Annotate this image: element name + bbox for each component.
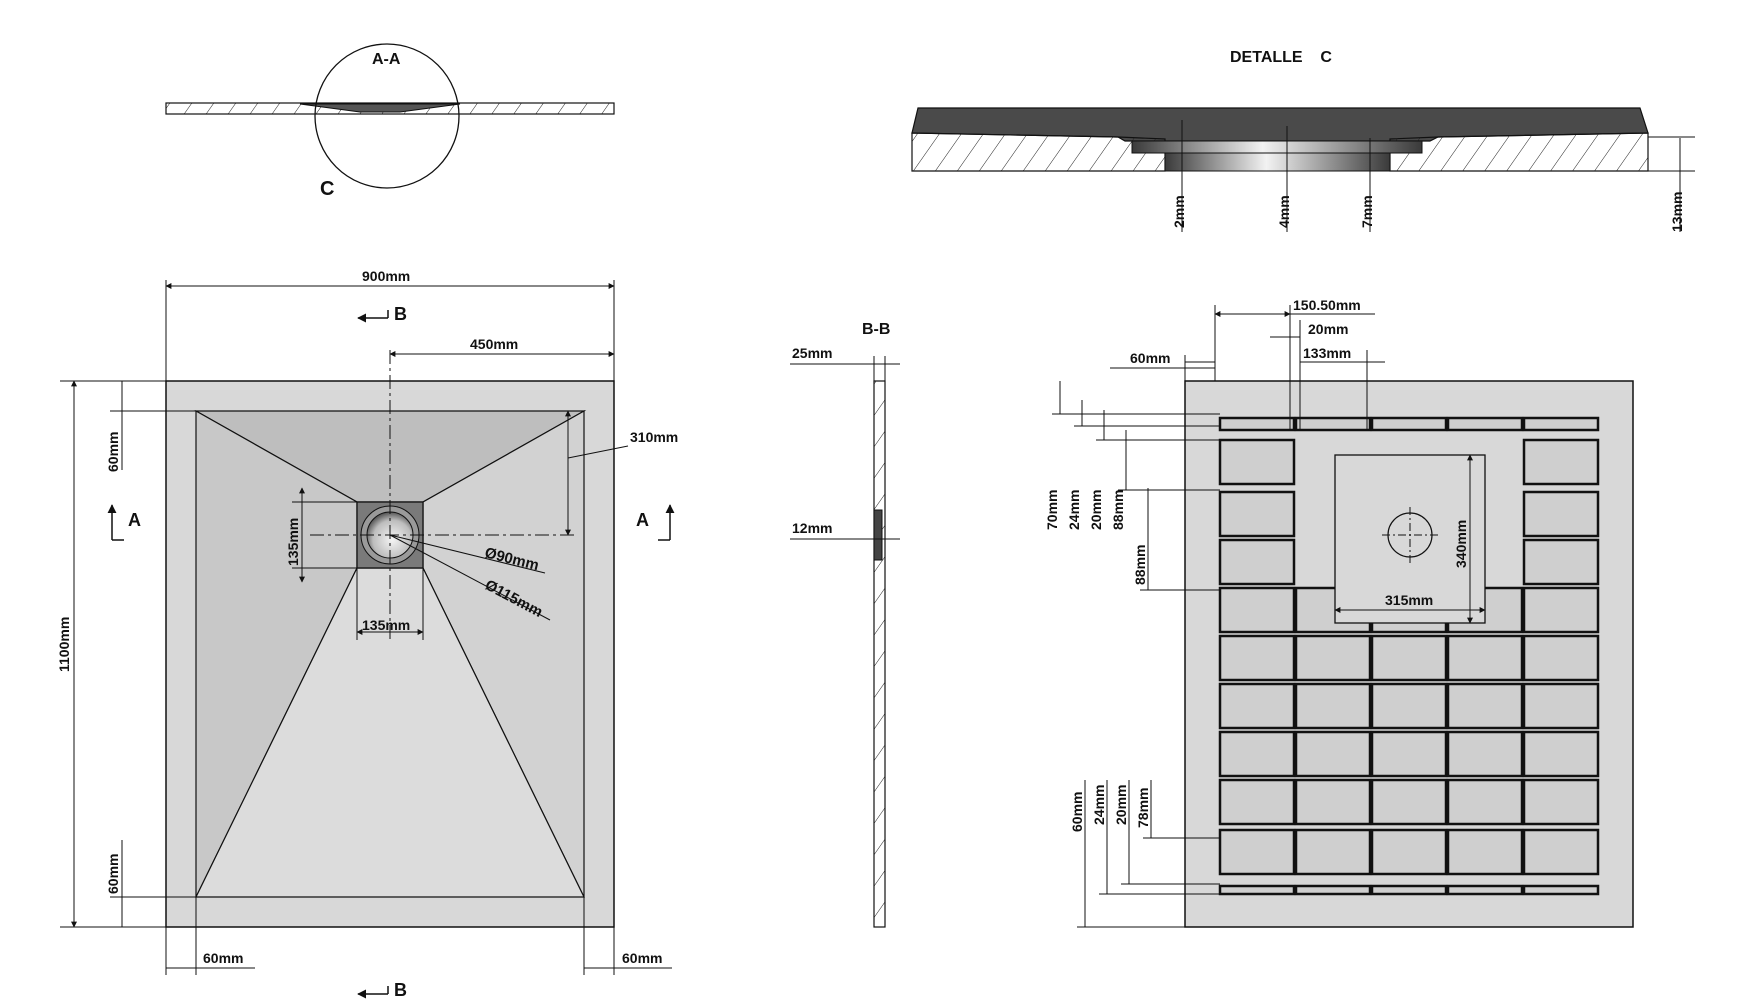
dim-drain-height: 135mm — [285, 518, 301, 566]
rib-cell — [1294, 634, 1372, 682]
rib-cell — [1446, 778, 1524, 826]
rib-cell — [1370, 416, 1448, 432]
detail-c-title: DETALLE C — [1230, 49, 1332, 66]
rib-cell — [1294, 884, 1372, 896]
detail-c-drain-body — [1164, 152, 1391, 172]
section-b-top: B — [394, 304, 407, 324]
top-view: 900mm 450mm 310mm 1100mm 60mm 60mm 60mm … — [56, 268, 678, 1000]
rib-cell — [1522, 634, 1600, 682]
rib-cell — [1218, 730, 1296, 778]
dim-label: 20mm — [1088, 490, 1104, 530]
rib-cell — [1522, 682, 1600, 730]
detail-c-flange — [1131, 140, 1423, 154]
rib-cell — [1522, 416, 1600, 432]
detail-c-body-right — [1389, 132, 1649, 172]
rib-cell — [1218, 416, 1296, 432]
rib-cell — [1218, 538, 1296, 586]
detail-c-dim-7mm: 7mm — [1359, 195, 1375, 228]
rib-cell — [1370, 682, 1448, 730]
dim-label: 88mm — [1132, 545, 1148, 585]
dim-label: 88mm — [1110, 490, 1126, 530]
rib-cell — [1294, 828, 1372, 876]
section-aa-drain-recess — [299, 103, 461, 113]
section-a-right: A — [636, 510, 649, 530]
rib-cell — [1522, 538, 1600, 586]
rib-cell — [1218, 586, 1296, 634]
bottom-vertical-dims: 60mm 24mm 20mm 78mm — [1069, 780, 1220, 928]
rib-cell — [1522, 586, 1600, 634]
detail-c-dim-2mm: 2mm — [1171, 195, 1187, 228]
rib-cell — [1522, 730, 1600, 778]
section-bb-center: 12mm — [792, 520, 832, 536]
rib-cell — [1218, 634, 1296, 682]
section-aa: A-A C — [165, 43, 615, 200]
rib-cell — [1370, 634, 1448, 682]
dim-pad-width: 315mm — [1385, 592, 1433, 608]
section-aa-title: A-A — [372, 51, 401, 68]
dim-label: 20mm — [1113, 785, 1129, 825]
underside-rib-grid — [1218, 416, 1600, 896]
section-bb-drain — [873, 509, 883, 561]
rib-cell — [1218, 490, 1296, 538]
dim-pad-height: 340mm — [1453, 520, 1469, 568]
dim-bottom-margin-left: 60mm — [1130, 350, 1170, 366]
detail-c-body — [911, 132, 1166, 172]
dim-label: 60mm — [1069, 792, 1085, 832]
dim-cell-width: 133mm — [1303, 345, 1351, 361]
rib-cell — [1294, 778, 1372, 826]
rib-cell — [1522, 778, 1600, 826]
rib-cell — [1522, 828, 1600, 876]
rib-cell — [1522, 438, 1600, 486]
dim-rib-width: 20mm — [1308, 321, 1348, 337]
dim-drain-width: 135mm — [362, 617, 410, 633]
dim-label: 24mm — [1066, 490, 1082, 530]
rib-cell — [1218, 682, 1296, 730]
detail-c: DETALLE C 2mm 4mm 7mm 13mm — [911, 49, 1695, 232]
rib-cell — [1446, 884, 1524, 896]
bottom-view: 150.50mm 20mm 133mm 60mm 70mm 24mm 20mm 88m… — [1044, 297, 1634, 928]
dim-offset-x: 150.50mm — [1293, 297, 1361, 313]
rib-cell — [1294, 682, 1372, 730]
section-bb-thickness: 25mm — [792, 345, 832, 361]
rib-cell — [1446, 682, 1524, 730]
rib-cell — [1370, 730, 1448, 778]
dim-margin-bottom: 60mm — [105, 854, 121, 894]
rib-cell — [1294, 730, 1372, 778]
dim-label: 24mm — [1091, 785, 1107, 825]
section-bb-title: B-B — [862, 321, 890, 338]
dim-slope-depth: 310mm — [630, 429, 678, 445]
rib-cell — [1218, 438, 1296, 486]
detail-c-circle — [314, 43, 460, 189]
dim-margin-left: 60mm — [203, 950, 243, 966]
rib-cell — [1522, 884, 1600, 896]
rib-cell — [1446, 828, 1524, 876]
dim-height: 1100mm — [56, 617, 72, 672]
rib-cell — [1446, 634, 1524, 682]
dim-half-width: 450mm — [470, 336, 518, 352]
section-a-left: A — [128, 510, 141, 530]
rib-cell — [1218, 828, 1296, 876]
detail-c-dim-4mm: 4mm — [1276, 195, 1292, 228]
section-bb-profile — [873, 380, 886, 928]
dim-label: 78mm — [1135, 788, 1151, 828]
detail-c-ref: C — [320, 178, 334, 200]
dim-width: 900mm — [362, 268, 410, 284]
rib-cell — [1370, 884, 1448, 896]
rib-cell — [1370, 778, 1448, 826]
rib-cell — [1218, 884, 1296, 896]
section-b-bottom: B — [394, 980, 407, 1000]
rib-cell — [1446, 730, 1524, 778]
dim-margin-top: 60mm — [105, 432, 121, 472]
rib-cell — [1522, 490, 1600, 538]
detail-c-dim-13mm: 13mm — [1669, 192, 1685, 232]
top-vertical-dims: 70mm 24mm 20mm 88mm 88mm — [1044, 381, 1220, 591]
section-bb: B-B 25mm 12mm — [790, 321, 900, 928]
rib-cell — [1294, 416, 1372, 432]
dim-label: 70mm — [1044, 490, 1060, 530]
rib-cell — [1370, 828, 1448, 876]
rib-cell — [1218, 778, 1296, 826]
rib-cell — [1446, 416, 1524, 432]
dim-margin-right: 60mm — [622, 950, 662, 966]
